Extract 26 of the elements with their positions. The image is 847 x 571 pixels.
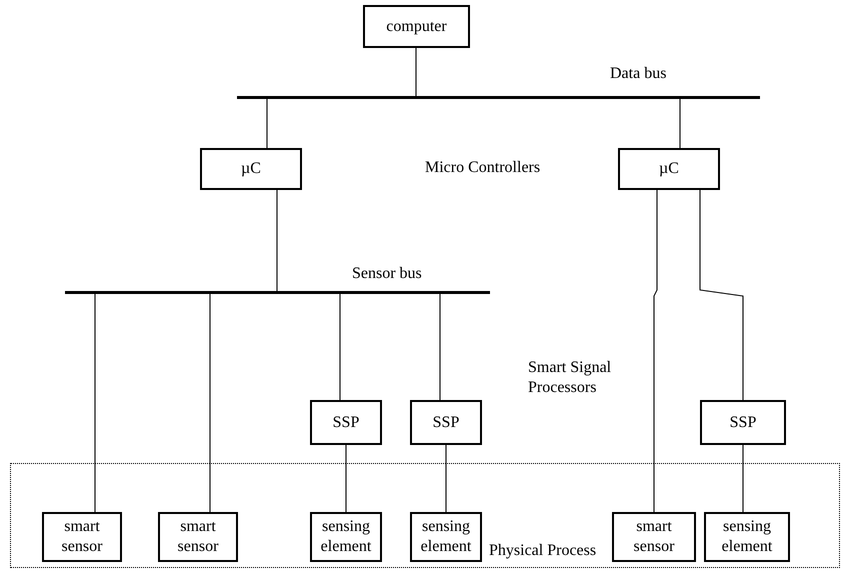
bus-label: Sensor bus — [352, 264, 422, 284]
process-box: computer — [363, 5, 470, 48]
process-box: smart sensor — [42, 512, 122, 562]
process-box: µC — [618, 148, 720, 190]
connector-line — [700, 190, 744, 400]
bus-line — [65, 291, 490, 294]
process-box: SSP — [700, 400, 786, 445]
connector-line — [276, 190, 278, 292]
bus-line — [237, 96, 760, 99]
connector-line — [266, 98, 268, 148]
region-label: Physical Process — [489, 541, 596, 561]
process-box: smart sensor — [158, 512, 238, 562]
connector-line — [742, 444, 744, 512]
bus-label: Data bus — [610, 64, 666, 84]
process-box: µC — [200, 148, 302, 190]
process-box: smart sensor — [612, 512, 696, 562]
connector-line — [654, 190, 658, 512]
connector-line — [94, 294, 96, 512]
group-label: Smart Signal Processors — [528, 358, 612, 398]
group-label: Micro Controllers — [425, 158, 542, 178]
process-box: sensing element — [310, 512, 382, 562]
process-box: SSP — [410, 400, 482, 445]
process-box: SSP — [310, 400, 382, 445]
process-region — [10, 463, 840, 568]
process-box: sensing element — [704, 512, 790, 562]
process-box: sensing element — [410, 512, 482, 562]
